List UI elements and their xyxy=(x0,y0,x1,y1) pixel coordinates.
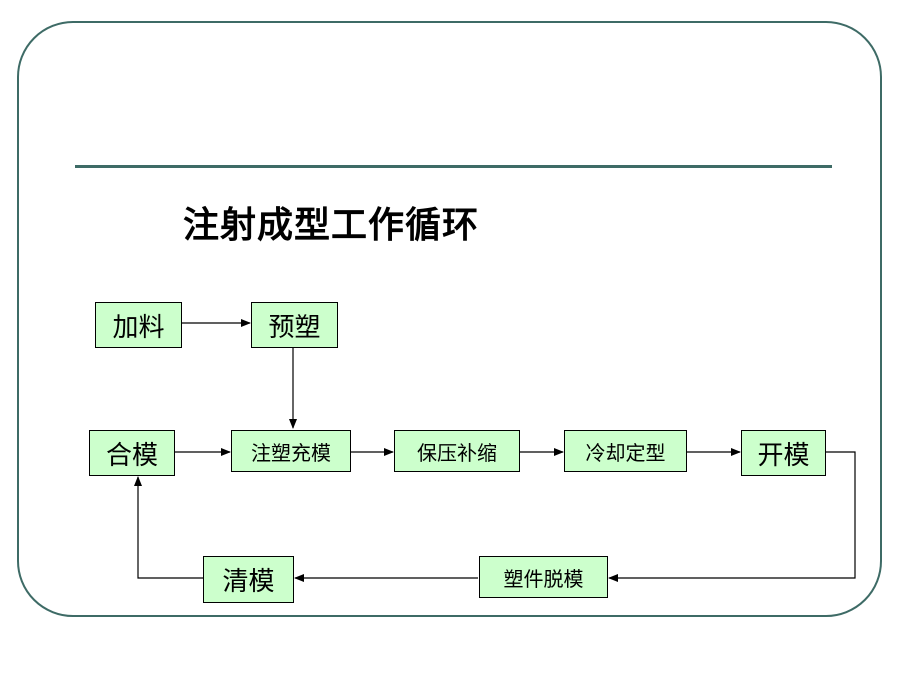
title-rule xyxy=(75,165,832,168)
node-yusu: 预塑 xyxy=(251,302,338,348)
slide-title: 注射成型工作循环 xyxy=(183,205,480,246)
arrow-qingmo-hemo xyxy=(134,476,203,579)
node-hemo: 合模 xyxy=(89,430,175,476)
node-lengque: 冷却定型 xyxy=(564,430,687,472)
arrow-kaimo-tuomo xyxy=(608,451,856,582)
node-baoya: 保压补缩 xyxy=(394,430,520,472)
node-kaimo: 开模 xyxy=(741,430,826,476)
node-zhusu: 注塑充模 xyxy=(231,430,351,472)
node-qingmo: 清模 xyxy=(203,556,294,603)
node-jialiao: 加料 xyxy=(95,302,182,348)
slide-frame xyxy=(17,21,882,617)
node-tuomo: 塑件脱模 xyxy=(479,556,608,598)
